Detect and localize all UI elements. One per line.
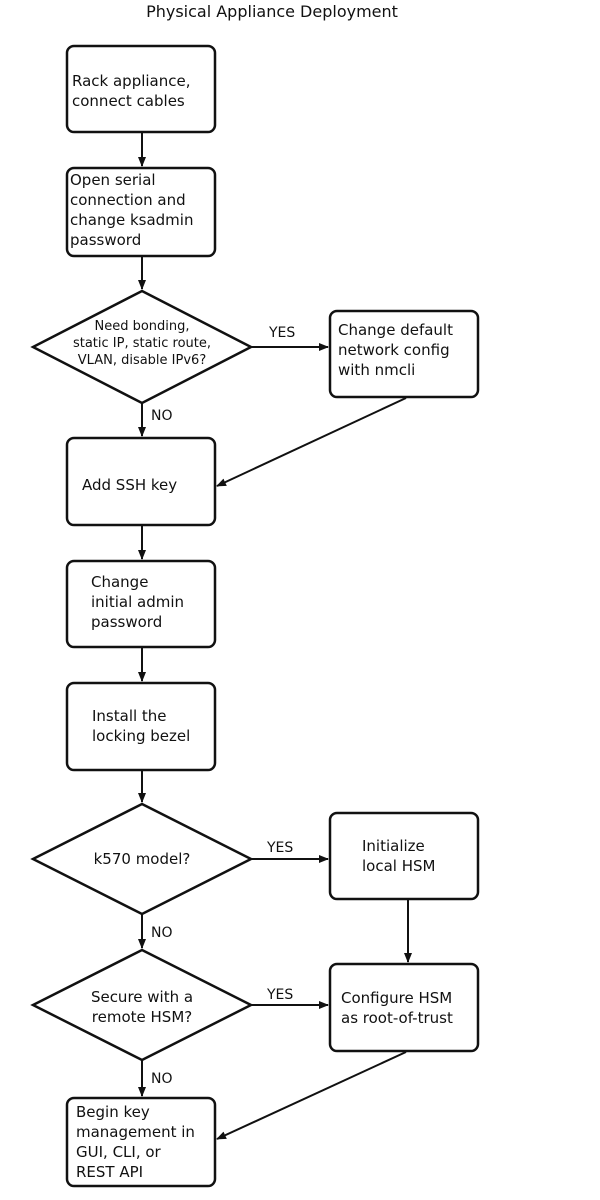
serial-box (65, 166, 217, 258)
remote-yes-label: YES (267, 987, 294, 1003)
k570-label: k570 model? (93, 850, 191, 868)
arrow-config-begin (216, 1051, 407, 1140)
begin-box (65, 1096, 217, 1188)
nmcli-label: Change default network config with nmcli (338, 321, 453, 379)
admin-box (65, 559, 217, 649)
bezel-label: Install the locking bezel (92, 707, 191, 745)
remote-hsm-label: Secure with a remote HSM? (90, 988, 194, 1026)
init-hsm-label: Initialize local HSM (362, 837, 436, 875)
bonding-no-label: NO (151, 408, 173, 424)
ssh-box (65, 436, 217, 527)
admin-label: Change initial admin password (91, 573, 185, 631)
bonding-label: Need bonding, static IP, static route, V… (72, 319, 212, 368)
rack-label: Rack appliance, connect cables (72, 72, 191, 110)
config-hsm-box (328, 962, 480, 1053)
begin-label: Begin key management in GUI, CLI, or RES… (76, 1103, 195, 1181)
diagram-title: Physical Appliance Deployment (146, 2, 398, 21)
nmcli-box (328, 309, 480, 399)
arrow-nmcli-ssh (216, 397, 407, 487)
ssh-label: Add SSH key (82, 476, 178, 494)
remote-no-label: NO (151, 1071, 173, 1087)
init-hsm-box (328, 811, 480, 901)
k570-no-label: NO (151, 925, 173, 941)
rack-box (65, 44, 217, 134)
bezel-box (65, 681, 217, 772)
bonding-yes-label: YES (269, 325, 296, 341)
serial-label: Open serial connection and change ksadmi… (70, 171, 194, 249)
config-hsm-label: Configure HSM as root-of-trust (341, 989, 453, 1027)
k570-yes-label: YES (267, 840, 294, 856)
